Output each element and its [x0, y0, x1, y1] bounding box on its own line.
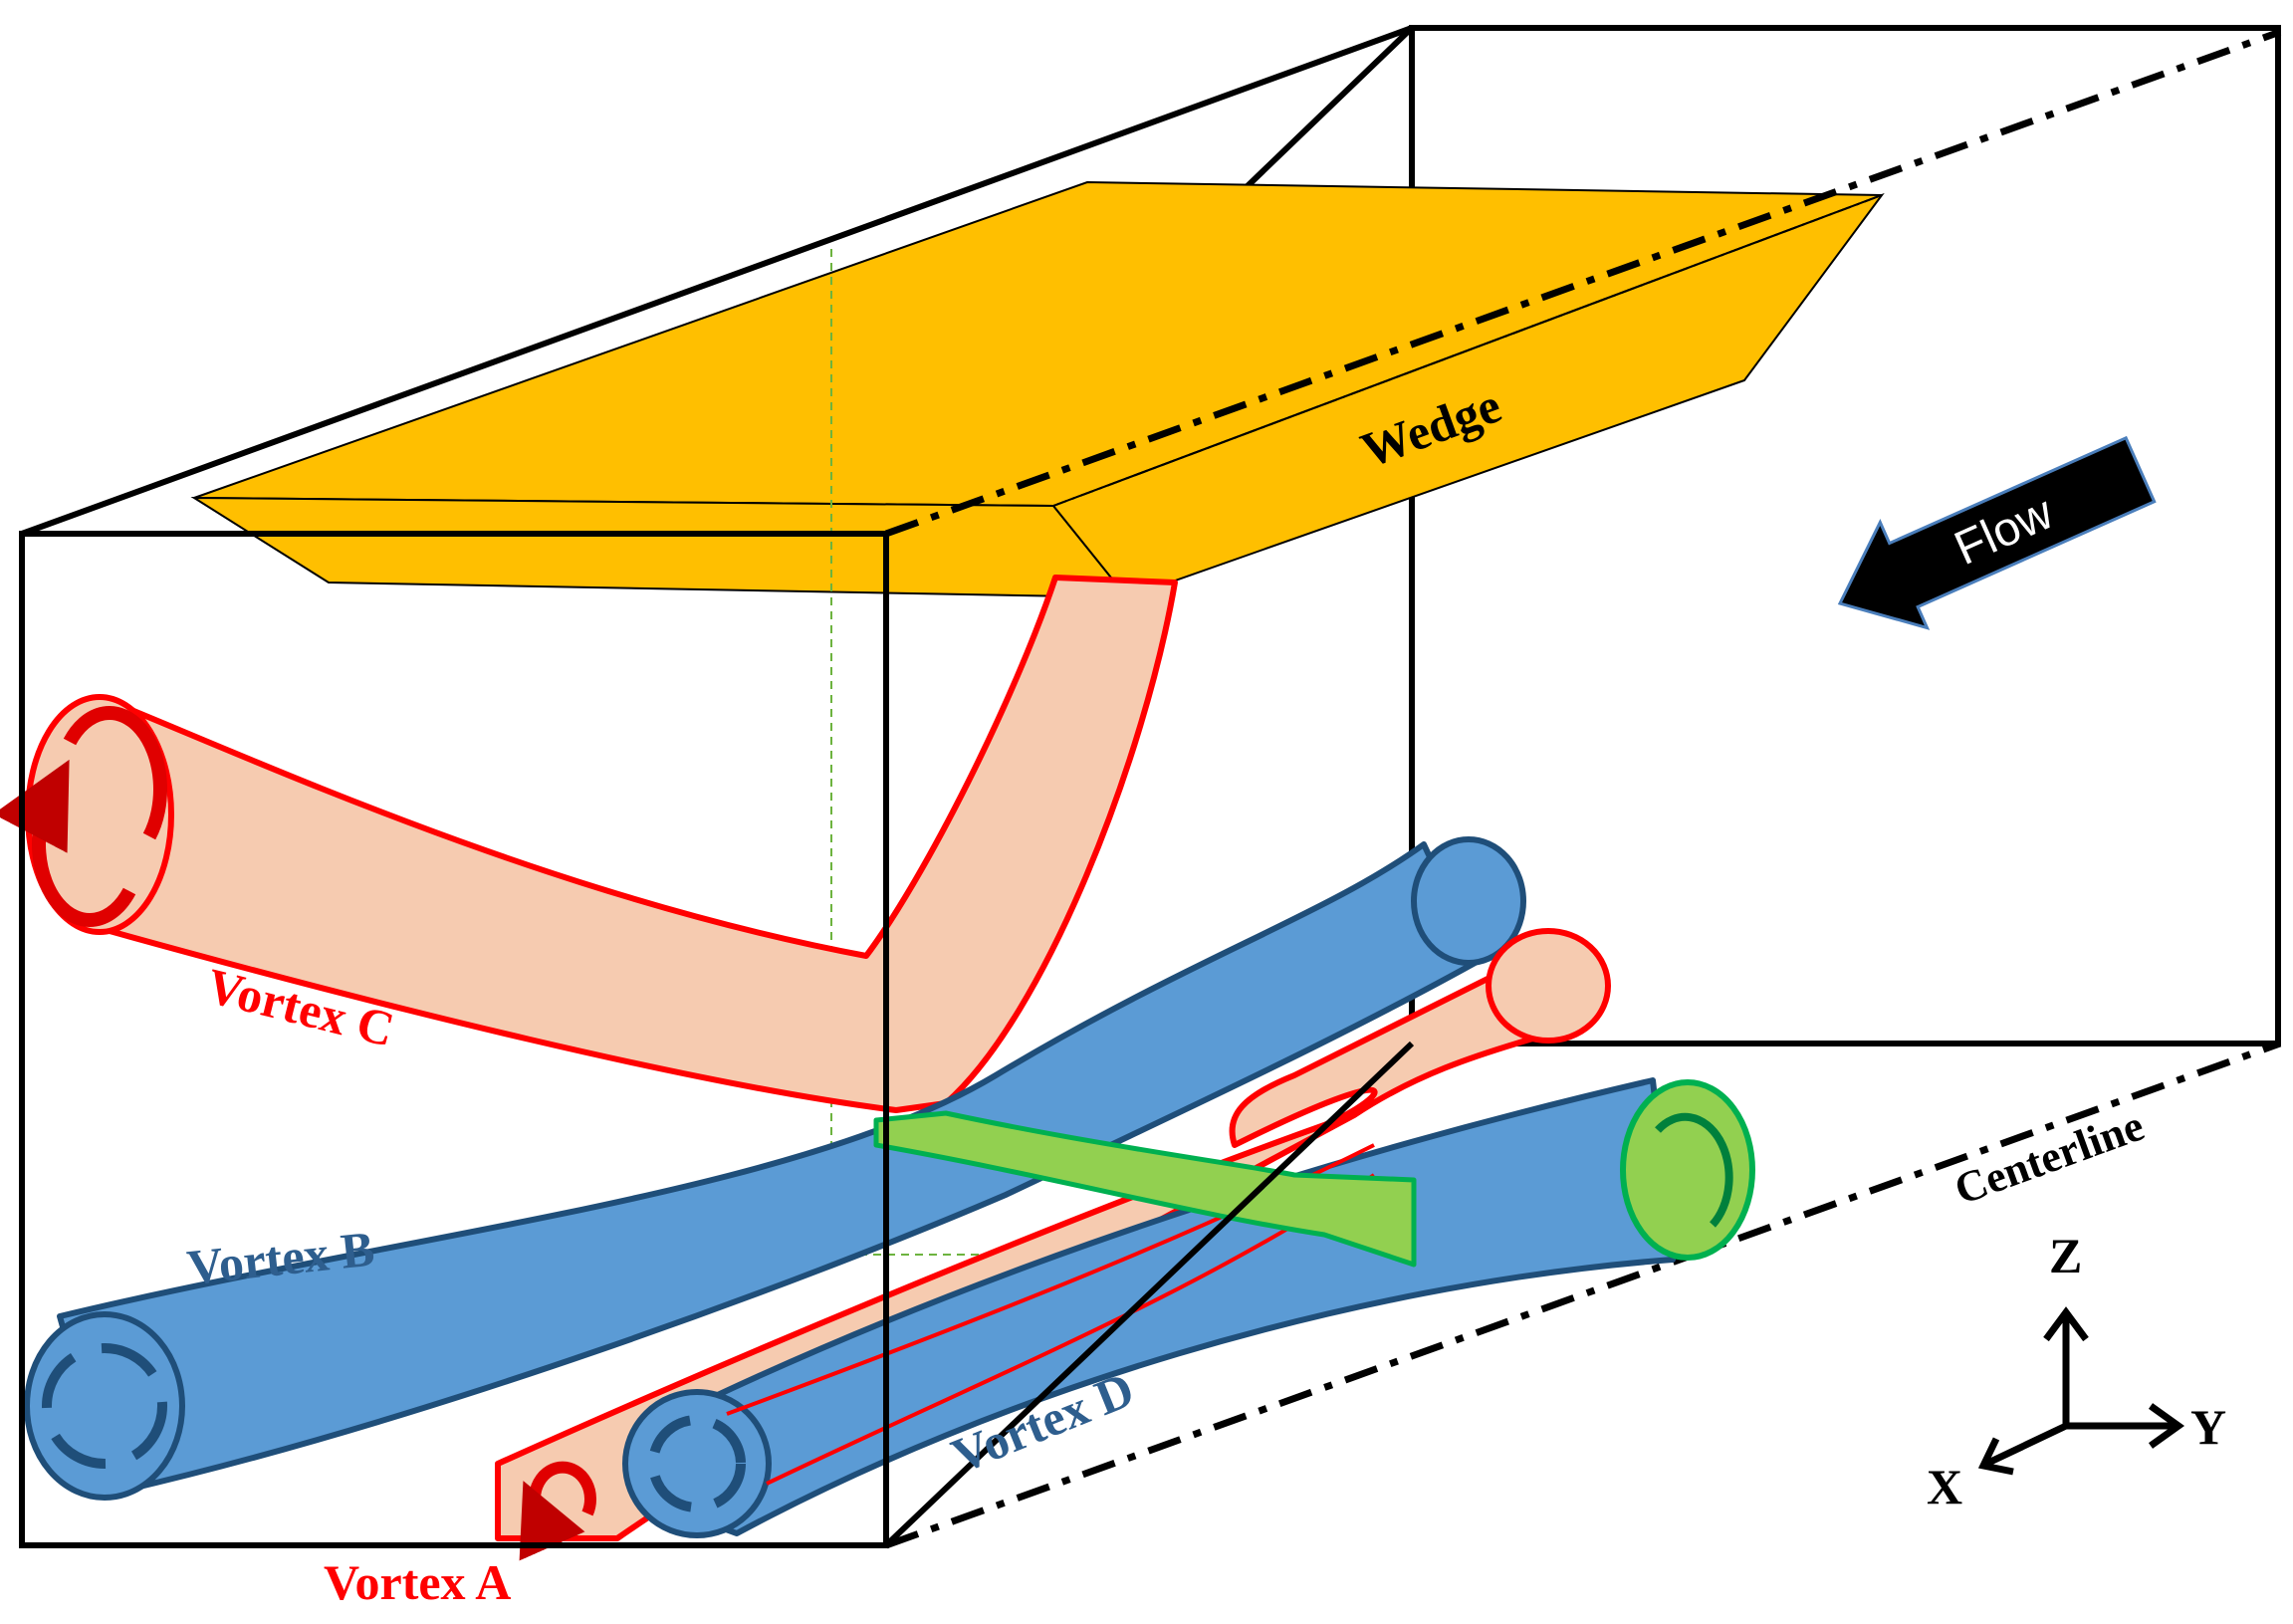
vortex-a-rotation-icon: [519, 1461, 596, 1561]
wedge: [190, 180, 1885, 599]
box-bottom-right-edge: [883, 1041, 1415, 1548]
box-front-face: [19, 531, 889, 1548]
vortex-c: [28, 575, 1178, 1113]
axes-indicator: [1977, 1306, 2185, 1476]
vortex-a-label: Vortex A: [324, 1554, 511, 1610]
x-axis-arrowhead: [1977, 1437, 2014, 1476]
z-axis-label: Z: [2049, 1228, 2082, 1283]
box-top-left-edge: [20, 25, 1414, 537]
z-axis-arrowhead: [2043, 1306, 2089, 1342]
box-back-face: [1409, 25, 2281, 1046]
upper-centerline: [884, 28, 2282, 538]
centerline-label: Centerline: [1949, 1101, 2151, 1215]
centerlines: [884, 28, 2282, 1549]
vortex-d-tube: [632, 1077, 1676, 1536]
vortex-c-tube: [97, 575, 1178, 1113]
flow-arrow-shape: [1837, 435, 2157, 630]
vortex-b-rotation-icon: [42, 1343, 167, 1469]
wedge-front-face: [190, 496, 1130, 599]
vortex-b-far-cap: [1411, 836, 1526, 966]
vortex-d-green-core: [873, 1110, 1417, 1268]
vortex-d: [622, 1077, 1755, 1538]
vortex-d-green-end-cap: [1620, 1079, 1755, 1261]
vortex-b: [24, 836, 1526, 1501]
vortex-a-far-cap: [1486, 928, 1611, 1044]
y-axis-label: Y: [2190, 1399, 2226, 1455]
x-axis-label: X: [1927, 1459, 1962, 1514]
vortex-d-green-rotation-icon: [1655, 1112, 1733, 1228]
y-axis-arrowhead: [2148, 1403, 2185, 1449]
lower-centerline: [884, 1040, 2282, 1549]
vortex-c-rotation-icon: [39, 706, 168, 927]
x-axis: [1984, 1422, 2068, 1468]
vortex-d-near-cap: [622, 1389, 772, 1538]
flow-arrow: Flow: [1837, 435, 2157, 630]
wedge-ridge-line: [1052, 194, 1883, 507]
vortex-d-rotation-icon: [648, 1415, 746, 1512]
box-front: [19, 531, 1415, 1548]
